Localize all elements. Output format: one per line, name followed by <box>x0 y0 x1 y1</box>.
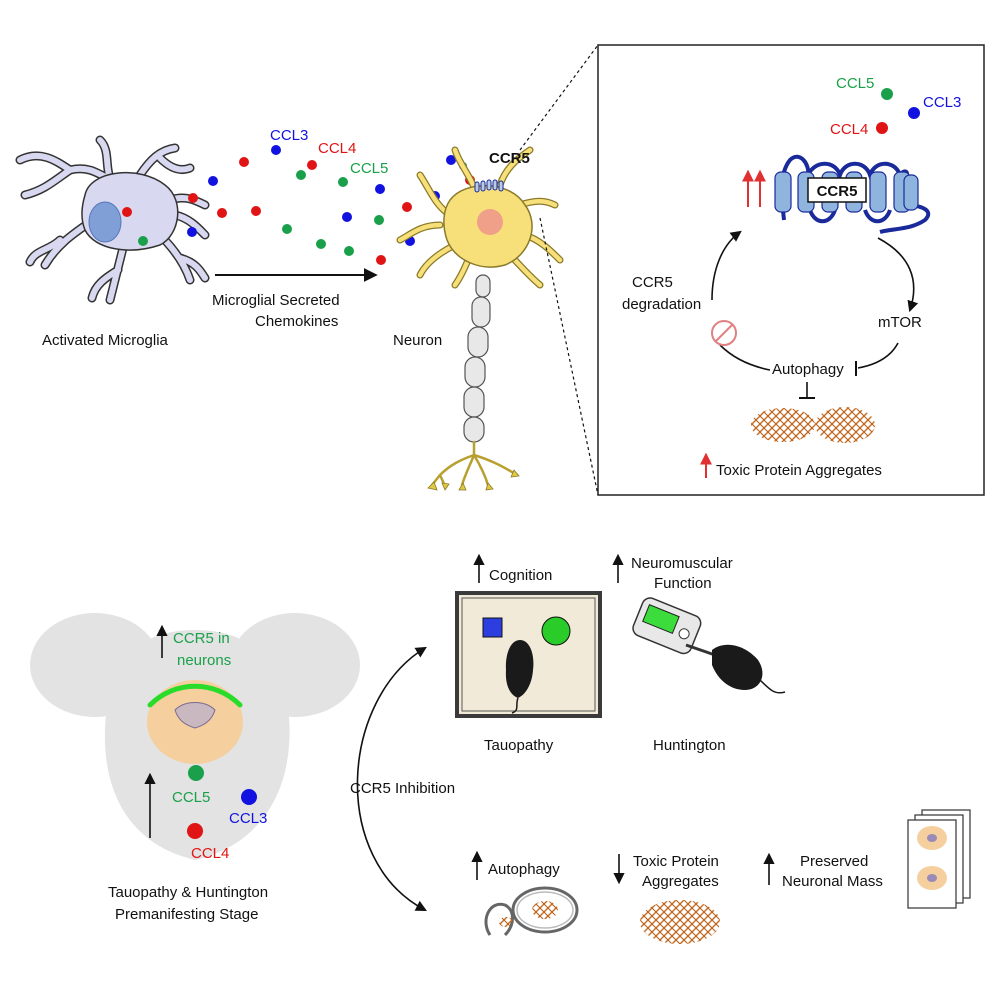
mtor-inhibits-autophagy <box>857 342 899 369</box>
inset-ccl3-label: CCL3 <box>923 94 961 111</box>
inset-ccl5-dot <box>881 88 893 100</box>
ccr5-inhibition-arrow <box>356 646 427 912</box>
microglia-label: Activated Microglia <box>42 332 169 349</box>
bottom-aggregates <box>640 900 720 944</box>
ccr5-degradation-line1: CCR5 <box>632 274 673 291</box>
ccr5-receptor-label: CCR5 <box>489 150 530 167</box>
bottom-ccl4-dot <box>187 823 203 839</box>
square-object <box>482 617 503 638</box>
ccr5-degradation-line2: degradation <box>622 296 701 313</box>
grip-strength-meter <box>632 597 786 694</box>
activated-microglia <box>15 135 210 305</box>
autophagy-to-degradation <box>719 344 771 371</box>
brain-slides-icon <box>907 809 971 909</box>
ccr5-inhibition-label: CCR5 Inhibition <box>350 780 455 797</box>
bottom-ccl3-dot <box>241 789 257 805</box>
toxic-line1: Toxic Protein <box>633 853 719 870</box>
mtor-label: mTOR <box>878 314 922 331</box>
toxic-line2: Aggregates <box>642 873 719 890</box>
ccl5-label: CCL5 <box>350 160 388 177</box>
ccl4-label: CCL4 <box>318 140 356 157</box>
bottom-ccl5-dot <box>188 765 204 781</box>
preserved-line1: Preserved <box>800 853 868 870</box>
zoom-line-top <box>519 44 599 151</box>
ccl5-dot <box>138 236 148 246</box>
ccr5-to-mtor-arrow <box>877 237 919 313</box>
mouse-head <box>30 613 360 860</box>
circle-object <box>541 616 571 646</box>
ccr5-receptor-7tm <box>774 154 931 234</box>
preserved-line2: Neuronal Mass <box>782 873 883 890</box>
cognition-label: Cognition <box>489 567 552 584</box>
inset-ccl5-label: CCL5 <box>836 75 874 92</box>
inset-ccl4-label: CCL4 <box>830 121 868 138</box>
inset-aggregates-label: Toxic Protein Aggregates <box>716 462 882 479</box>
huntington-label: Huntington <box>653 737 726 754</box>
inset-receptor-label: CCR5 <box>817 183 858 200</box>
inset-ccl4-dot <box>876 122 888 134</box>
ccl3-label: CCL3 <box>270 127 308 144</box>
degradation-to-ccr5-arrow <box>711 230 742 301</box>
neuron <box>396 146 564 491</box>
secreted-label-line2: Chemokines <box>255 313 338 330</box>
blocked-degradation-icon <box>711 320 737 346</box>
inset-ccl3-dot <box>908 107 920 119</box>
ccr5-neurons-line2: neurons <box>177 652 231 669</box>
ccl4-dot <box>122 207 132 217</box>
bottom-autophagy-label: Autophagy <box>488 861 560 878</box>
stage-line1: Tauopathy & Huntington <box>108 884 268 901</box>
neuromuscular-line2: Function <box>654 575 712 592</box>
ccr5-neurons-line1: CCR5 in <box>173 630 230 647</box>
inset-aggregates <box>751 407 875 443</box>
neuromuscular-line1: Neuromuscular <box>631 555 733 572</box>
chemokine-dots <box>187 145 475 265</box>
zoom-line-bottom <box>539 217 599 496</box>
bottom-ccl4-label: CCL4 <box>191 845 229 862</box>
tauopathy-label: Tauopathy <box>484 737 554 754</box>
object-recognition-arena <box>455 591 602 718</box>
autophagy-label: Autophagy <box>772 361 844 378</box>
autophagosome-icon <box>484 886 579 937</box>
bottom-ccl5-label: CCL5 <box>172 789 210 806</box>
bottom-ccl3-label: CCL3 <box>229 810 267 827</box>
stage-line2: Premanifesting Stage <box>115 906 258 923</box>
secreted-label-line1: Microglial Secreted <box>212 292 340 309</box>
neuron-label: Neuron <box>393 332 442 349</box>
